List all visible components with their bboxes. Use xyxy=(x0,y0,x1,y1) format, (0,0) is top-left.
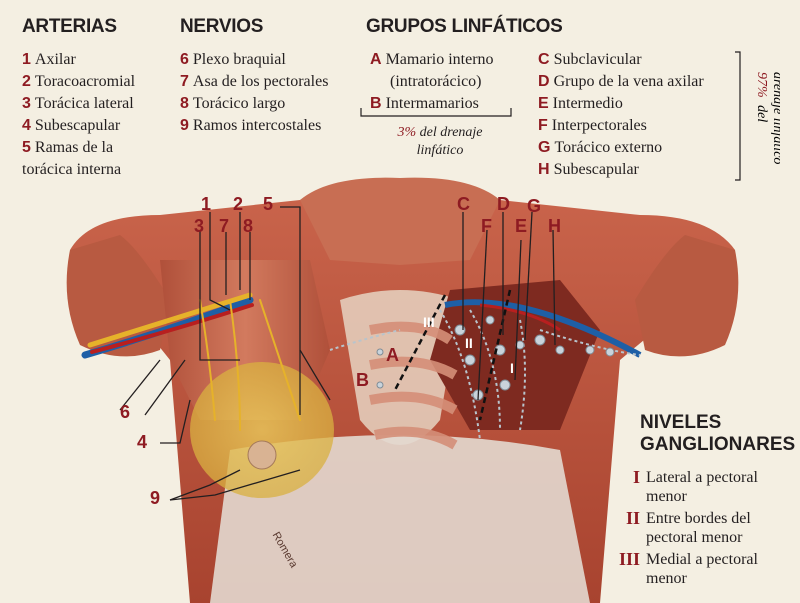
ribs xyxy=(369,321,458,450)
fig-label-H: H xyxy=(548,216,561,236)
neck xyxy=(300,177,500,265)
arteria-item: torácica interna xyxy=(22,161,122,178)
drenaje-3-note: 3% del drenaje linfático xyxy=(397,125,483,158)
grupos-linfaticos-header: GRUPOS LINFÁTICOS xyxy=(366,16,563,37)
arterias-header: ARTERIAS xyxy=(22,16,117,37)
fig-label-8: 8 xyxy=(243,216,254,236)
left-vessels xyxy=(81,292,301,431)
fig-label-D: D xyxy=(497,194,510,214)
fig-label-6: 6 xyxy=(120,402,131,422)
fig-label-F: F xyxy=(481,216,492,236)
fig-label-9: 9 xyxy=(150,488,161,508)
right-shoulder xyxy=(635,235,739,357)
fig-label-B: B xyxy=(356,370,369,390)
fig-label-2: 2 xyxy=(233,194,244,214)
right-vessels xyxy=(444,299,642,358)
fig-label-E: E xyxy=(515,216,528,236)
leader-lines xyxy=(119,206,556,501)
breast-area xyxy=(190,362,334,498)
fig-label-7: 7 xyxy=(219,216,230,236)
level-lines xyxy=(393,289,512,421)
fig-label-C: C xyxy=(457,194,470,214)
fig-label-1: 1 xyxy=(201,194,212,214)
fig-level-I: I xyxy=(510,360,514,376)
drenaje-97-line2: drenaje linfático xyxy=(770,72,780,164)
fig-label-5: 5 xyxy=(263,194,274,214)
fig-label-G: G xyxy=(527,196,542,216)
fig-label-4: 4 xyxy=(137,432,148,452)
header-brackets xyxy=(360,51,741,181)
nipple xyxy=(247,440,277,470)
drenaje-97-pct: 97% xyxy=(754,72,769,98)
fig-level-II: II xyxy=(465,335,473,351)
grupo-item: (intratorácico) xyxy=(390,73,482,90)
drenaje-97-line1: del xyxy=(754,105,769,122)
fig-label-3: 3 xyxy=(194,216,205,236)
lymph-paths xyxy=(329,309,641,441)
drenaje-97-note: 97% del drenaje linfático xyxy=(754,72,780,164)
nervios-header: NERVIOS xyxy=(180,16,264,37)
fig-level-III: III xyxy=(423,314,435,330)
fig-label-A: A xyxy=(386,345,399,365)
svg-text:97% del: 97% del xyxy=(754,72,769,122)
niveles-title: NIVELES GANGLIONARES xyxy=(640,412,796,455)
